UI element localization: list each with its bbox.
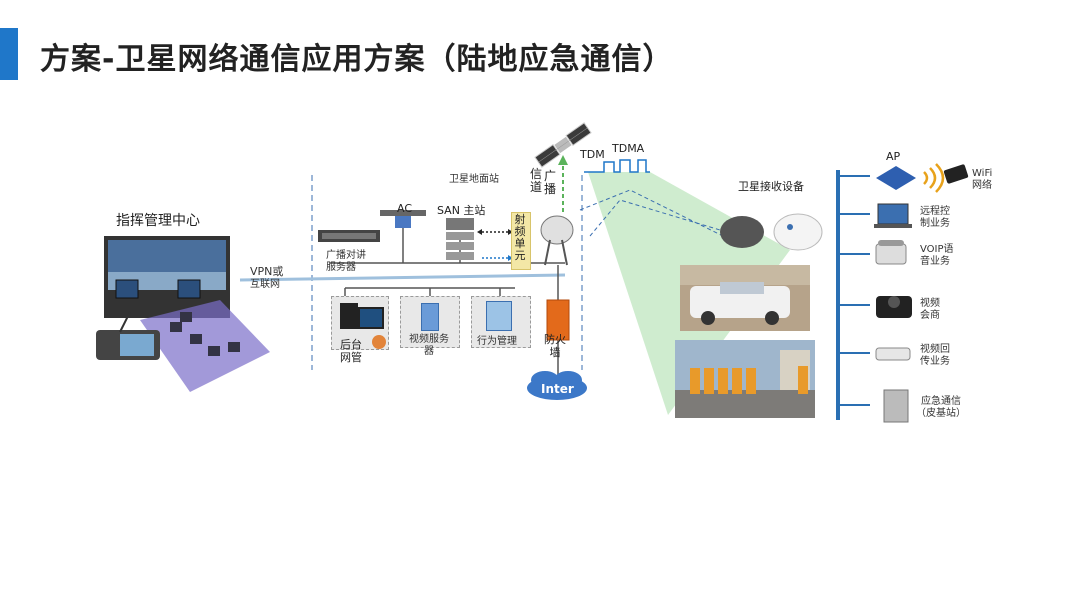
ap-label: AP [886, 150, 901, 163]
small-base-station-icon [883, 389, 909, 423]
behavior-box [471, 296, 531, 348]
page-title: 方案-卫星网络通信应用方案（陆地应急通信） [40, 42, 674, 77]
video-server-box [400, 296, 460, 348]
monitor-icon [358, 307, 384, 329]
laptop-icon [877, 203, 909, 225]
command-center-screen-icon [104, 236, 230, 318]
video-conference-label: 视频 会商 [920, 298, 940, 321]
receiver-label: 卫星接收设备 [738, 180, 804, 193]
remote-control-label: 远程控 制业务 [920, 206, 950, 229]
backend-box [331, 296, 389, 350]
behavior-server-icon [486, 301, 512, 331]
internet-label: 互联网 [250, 279, 280, 290]
san-label: SAN 主站 [437, 204, 486, 217]
ground-station-label: 卫星地面站 [449, 174, 499, 185]
firewall-icon [546, 299, 570, 341]
surveillance-camera-icon [875, 347, 911, 361]
wifi-signal-icon [923, 163, 945, 193]
server-icon [421, 303, 439, 331]
emergency-comm-label: 应急通信 （皮基站） [916, 396, 966, 419]
title-accent-bar [0, 28, 18, 80]
tdm-label: TDM [580, 148, 605, 161]
video-server-label: 视频服务 器 [409, 334, 449, 357]
video-backhaul-label: 视频回 传业务 [920, 344, 950, 367]
broadcast-label: 广 播 [544, 169, 557, 196]
rf-unit-label: 射频单元 [514, 213, 526, 262]
wifi-label: WiFi 网络 [972, 168, 993, 191]
router-ap-icon [876, 166, 916, 190]
team-photo [675, 340, 815, 418]
computer-tower-icon [340, 303, 358, 329]
internet-cloud-label: Inter [541, 382, 574, 396]
command-center-label: 指挥管理中心 [116, 213, 200, 229]
network-backbone [239, 273, 566, 282]
broadcast-server-label: 广播对讲 服务器 [326, 250, 366, 273]
behavior-label: 行为管理 [477, 336, 517, 347]
dish-antenna-icon [540, 215, 574, 266]
vpn-label: VPN或 [250, 265, 284, 278]
voip-label: VOIP语 音业务 [920, 244, 954, 267]
firewall-label: 防火 墙 [544, 333, 566, 359]
rf-unit-box [511, 212, 531, 270]
tdma-label: TDMA [612, 142, 645, 155]
backend-label: 后台 网管 [340, 338, 362, 364]
operator-icon [372, 335, 386, 349]
internet-cloud [527, 371, 587, 400]
channel-label: 信 道 [530, 167, 543, 194]
satellite-icon [534, 122, 592, 168]
ac-icon [395, 215, 411, 228]
voip-phone-icon [875, 243, 907, 265]
ac-label: AC [397, 202, 413, 215]
tablet-icon [943, 164, 969, 184]
vehicle-photo [680, 265, 810, 331]
satellite-receiver-icon [720, 213, 823, 251]
